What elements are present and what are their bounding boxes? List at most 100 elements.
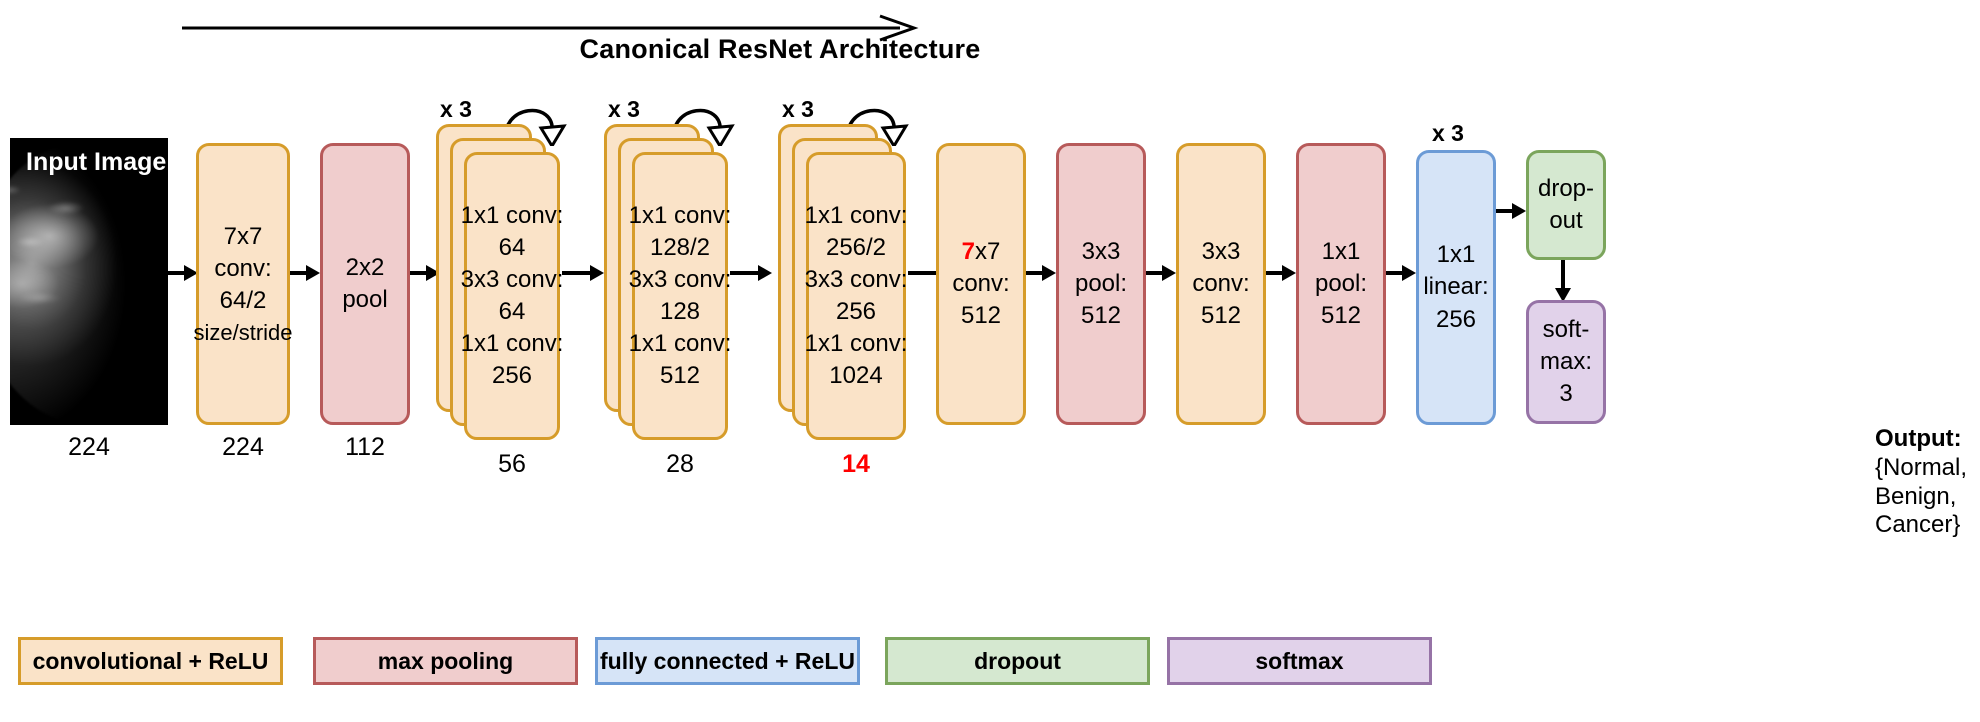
fc1-repeat-label: x 3	[1432, 120, 1464, 146]
conv3-line3: 512	[1200, 302, 1242, 330]
pool2-line1: 3x3	[1081, 237, 1121, 265]
res1-line3: 3x3 conv:	[460, 265, 564, 293]
dim-label-conv1: 224	[222, 433, 264, 461]
block-fc1[interactable]: 1x1 linear: 256	[1416, 150, 1496, 425]
dim-label-res2: 28	[666, 450, 694, 478]
dim-label-res1: 56	[498, 450, 526, 478]
arrow-pool3-to-fc1	[1386, 265, 1416, 281]
fc1-line2: linear:	[1423, 273, 1489, 301]
legend-label-dropout: dropout	[974, 647, 1061, 674]
block-pool1[interactable]: 2x2 pool	[320, 143, 410, 425]
block-res2[interactable]: 1x1 conv: 128/2 3x3 conv: 128 1x1 conv: …	[629, 152, 731, 440]
conv1-line3: 64/2	[219, 287, 267, 315]
conv1-note: size/stride	[193, 319, 293, 345]
pool2-line3: 512	[1080, 302, 1122, 330]
block-conv2[interactable]: 7x7 conv: 512	[936, 143, 1026, 425]
conv3-line1: 3x3	[1201, 237, 1241, 265]
direction-arrow-icon	[182, 14, 919, 42]
res2-line5: 1x1 conv:	[628, 330, 732, 358]
pool3-line2: pool:	[1314, 269, 1368, 297]
block-pool2[interactable]: 3x3 pool: 512	[1056, 143, 1146, 425]
input-image-label: Input Image	[26, 148, 167, 176]
legend-label-softmax: softmax	[1255, 647, 1344, 674]
pool1-line2: pool	[342, 286, 388, 313]
pool3-line3: 512	[1320, 302, 1362, 330]
block-pool3[interactable]: 1x1 pool: 512	[1296, 143, 1386, 425]
arrow-input-to-conv1	[168, 265, 198, 281]
block-softmax[interactable]: soft- max: 3	[1526, 300, 1606, 424]
block-conv3[interactable]: 3x3 conv: 512	[1176, 143, 1266, 425]
block-res1[interactable]: 1x1 conv: 64 3x3 conv: 64 1x1 conv: 256	[461, 152, 563, 440]
output-line2: Benign,	[1875, 482, 1957, 510]
res2-repeat-label: x 3	[608, 96, 640, 122]
res2-line1: 1x1 conv:	[628, 201, 732, 229]
dim-label-pool1: 112	[345, 433, 385, 461]
arrow-fc1-to-dropout	[1496, 203, 1526, 219]
conv2-line2: conv:	[952, 269, 1010, 297]
dropout-line2: out	[1549, 207, 1583, 234]
output-description: Output: {Normal, Benign, Cancer}	[1875, 425, 1980, 540]
legend-item-max-pooling[interactable]: max pooling	[313, 637, 578, 685]
block-dropout[interactable]: drop- out	[1526, 150, 1606, 260]
page-title: Canonical ResNet Architecture	[579, 34, 981, 64]
arrow-conv1-to-pool1	[290, 265, 320, 281]
softmax-line3: 3	[1559, 380, 1573, 408]
res2-line2: 128/2	[649, 233, 711, 261]
pool1-line1: 2x2	[345, 253, 385, 281]
res1-line6: 256	[491, 362, 533, 390]
dim-label-input: 224	[68, 433, 110, 461]
pool3-line1: 1x1	[1321, 237, 1361, 265]
res3-line4: 256	[835, 298, 877, 325]
pool2-line2: pool:	[1074, 269, 1128, 297]
res2-line6: 512	[659, 362, 701, 390]
arrow-res2-to-res3	[730, 265, 772, 281]
softmax-line1: soft-	[1542, 315, 1590, 343]
dropout-line1: drop-	[1537, 174, 1595, 202]
res1-line5: 1x1 conv:	[460, 330, 564, 358]
legend-label-fully-connected: fully connected + ReLU	[600, 647, 855, 674]
legend-label-convolutional: convolutional + ReLU	[32, 647, 269, 674]
res3-line3: 3x3 conv:	[804, 265, 908, 293]
fc1-line1: 1x1	[1436, 241, 1476, 269]
legend-item-fully-connected[interactable]: fully connected + ReLU	[595, 637, 860, 685]
res3-line5: 1x1 conv:	[804, 330, 908, 358]
res3-repeat-label: x 3	[782, 96, 814, 122]
mammogram-shape	[10, 144, 168, 424]
block-conv1[interactable]: 7x7 conv: 64/2 size/stride	[193, 143, 293, 425]
arrow-pool2-to-conv3	[1146, 265, 1176, 281]
res1-repeat-label: x 3	[440, 96, 472, 122]
res1-line1: 1x1 conv:	[460, 201, 564, 229]
res3-line1: 1x1 conv:	[804, 201, 908, 229]
conv2-line1-highlight: 7	[961, 237, 975, 265]
legend-label-max-pooling: max pooling	[377, 647, 514, 674]
res2-line3: 3x3 conv:	[628, 265, 732, 293]
arrow-pool1-to-res1	[410, 265, 440, 281]
output-label: Output:	[1875, 425, 1962, 452]
arrow-conv2-to-pool2	[1026, 265, 1056, 281]
conv2-line1: 7x7	[962, 236, 1001, 268]
res3-line2: 256/2	[825, 233, 887, 261]
arrow-conv3-to-pool3	[1266, 265, 1296, 281]
fc1-line3: 256	[1435, 305, 1477, 333]
block-res3[interactable]: 1x1 conv: 256/2 3x3 conv: 256 1x1 conv: …	[804, 152, 908, 440]
res2-line4: 128	[659, 298, 701, 325]
conv2-line3: 512	[960, 302, 1002, 330]
legend-item-dropout[interactable]: dropout	[885, 637, 1150, 685]
arrow-res1-to-res2	[562, 265, 604, 281]
conv1-line1: 7x7	[223, 223, 263, 251]
output-line1: {Normal,	[1875, 453, 1968, 481]
conv2-line1-rest: x7	[975, 237, 1001, 265]
res3-line6: 1024	[829, 362, 883, 390]
arrow-dropout-to-softmax	[1555, 260, 1571, 302]
input-image: Input Image	[10, 138, 168, 425]
legend-item-softmax[interactable]: softmax	[1167, 637, 1432, 685]
conv1-line2: conv:	[214, 255, 272, 283]
res1-line4: 64	[498, 298, 526, 325]
legend-item-convolutional[interactable]: convolutional + ReLU	[18, 637, 283, 685]
dim-label-res3: 14	[842, 450, 870, 478]
output-line3: Cancer}	[1875, 511, 1961, 539]
res1-line2: 64	[498, 233, 526, 261]
softmax-line2: max:	[1539, 347, 1592, 375]
conv3-line2: conv:	[1192, 269, 1250, 297]
